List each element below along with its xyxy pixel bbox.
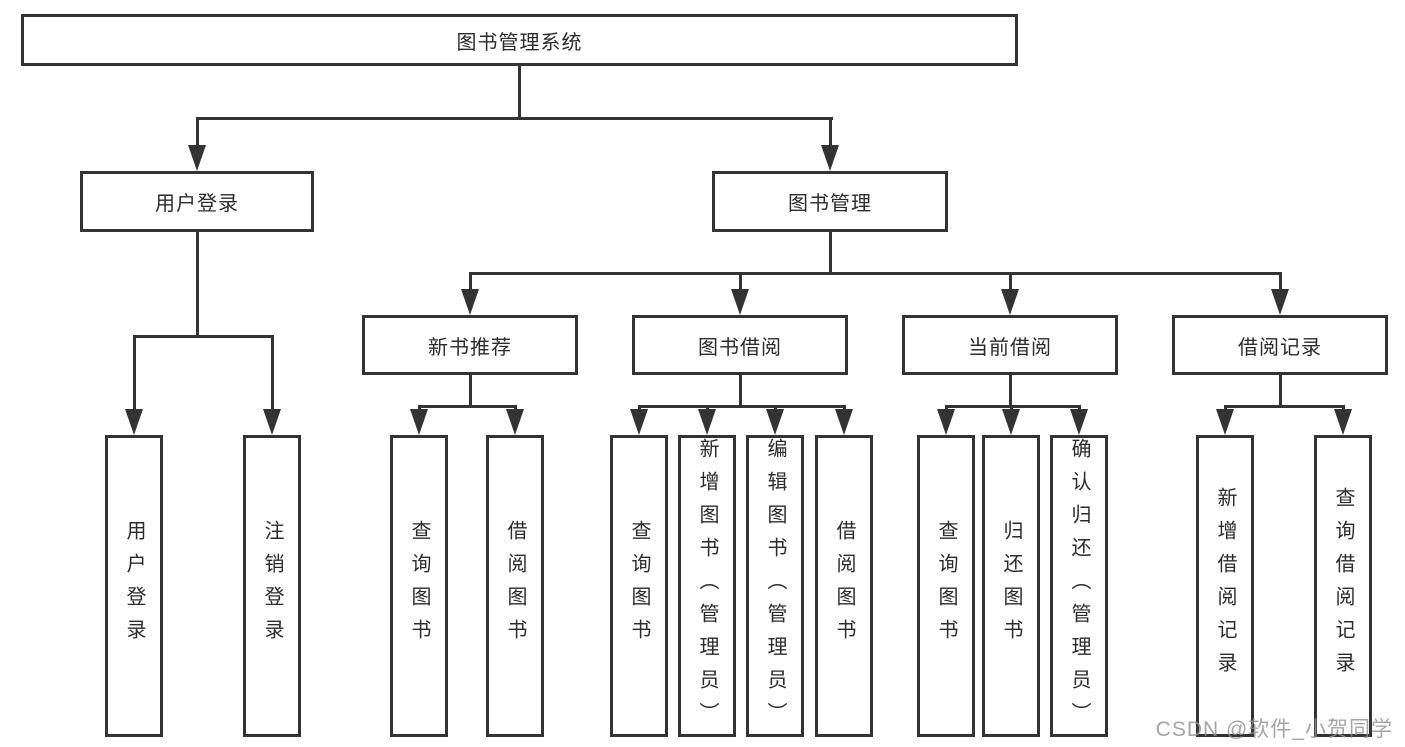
node-user-login-group: 用户登录 <box>80 171 314 232</box>
node-query-books-recommend: 查询图书 <box>390 435 448 737</box>
node-query-books-current: 查询图书 <box>917 435 975 737</box>
node-label: 归还图书 <box>1000 520 1022 652</box>
arrow-down-icon <box>821 145 839 171</box>
connector-line <box>133 335 136 415</box>
connector-line <box>271 335 274 415</box>
connector-line <box>739 272 742 294</box>
connector-line <box>638 405 846 408</box>
node-label: 图书管理 <box>788 193 872 215</box>
node-label: 借阅图书 <box>504 520 526 652</box>
connector-line <box>469 272 472 294</box>
arrow-down-icon <box>1001 289 1019 315</box>
arrow-down-icon <box>630 409 648 435</box>
arrow-down-icon <box>188 145 206 171</box>
node-label: 查询图书 <box>628 520 650 652</box>
node-borrow-books-recommend: 借阅图书 <box>486 435 544 737</box>
node-confirm-return-admin: 确认归还（管理员） <box>1050 435 1108 737</box>
connector-line <box>469 272 1282 275</box>
connector-line <box>829 232 832 275</box>
connector-line <box>1279 375 1282 408</box>
arrow-down-icon <box>731 289 749 315</box>
node-borrow-books: 借阅图书 <box>815 435 873 737</box>
node-label: 编辑图书（管理员） <box>764 438 786 735</box>
node-add-borrow-record: 新增借阅记录 <box>1196 435 1254 737</box>
node-new-book-recommend: 新书推荐 <box>362 315 578 375</box>
connector-line <box>196 232 199 338</box>
arrow-down-icon <box>125 409 143 435</box>
arrow-down-icon <box>698 409 716 435</box>
node-book-borrow: 图书借阅 <box>632 315 848 375</box>
connector-line <box>469 375 472 408</box>
node-user-login-action: 用户登录 <box>105 435 163 737</box>
node-label: 图书借阅 <box>698 336 782 359</box>
node-label: 借阅记录 <box>1238 336 1322 359</box>
connector-line <box>196 117 833 120</box>
node-logout-action: 注销登录 <box>243 435 301 737</box>
connector-line <box>1009 272 1012 294</box>
connector-line <box>518 66 521 117</box>
node-label: 新书推荐 <box>428 336 512 359</box>
node-query-books-borrow: 查询图书 <box>610 435 668 737</box>
arrow-down-icon <box>1334 409 1352 435</box>
arrow-down-icon <box>1271 289 1289 315</box>
node-return-books: 归还图书 <box>982 435 1040 737</box>
node-label: 查询图书 <box>935 520 957 652</box>
connector-line <box>418 405 517 408</box>
node-label: 新增借阅记录 <box>1214 487 1236 685</box>
node-label: 注销登录 <box>261 520 283 652</box>
node-label: 查询图书 <box>408 520 430 652</box>
arrow-down-icon <box>766 409 784 435</box>
connector-line <box>739 375 742 408</box>
node-root: 图书管理系统 <box>21 14 1018 66</box>
node-edit-books-admin: 编辑图书（管理员） <box>746 435 804 737</box>
connector-line <box>829 117 832 151</box>
connector-line <box>1009 375 1012 408</box>
node-borrow-records: 借阅记录 <box>1172 315 1388 375</box>
connector-line <box>945 405 1081 408</box>
node-label: 新增图书（管理员） <box>696 438 718 735</box>
arrow-down-icon <box>835 409 853 435</box>
arrow-down-icon <box>1002 409 1020 435</box>
arrow-down-icon <box>1070 409 1088 435</box>
node-label: 用户登录 <box>123 520 145 652</box>
node-label: 当前借阅 <box>968 336 1052 359</box>
connector-line <box>1224 405 1345 408</box>
arrow-down-icon <box>263 409 281 435</box>
node-current-borrow: 当前借阅 <box>902 315 1118 375</box>
connector-line <box>1279 272 1282 294</box>
arrow-down-icon <box>461 289 479 315</box>
arrow-down-icon <box>506 409 524 435</box>
node-label: 图书管理系统 <box>456 31 583 54</box>
node-label: 查询借阅记录 <box>1332 487 1354 685</box>
node-label: 确认归还（管理员） <box>1068 438 1090 735</box>
node-add-books-admin: 新增图书（管理员） <box>678 435 736 737</box>
node-label: 借阅图书 <box>833 520 855 652</box>
arrow-down-icon <box>937 409 955 435</box>
arrow-down-icon <box>1216 409 1234 435</box>
connector-line <box>196 117 199 151</box>
node-query-borrow-record: 查询借阅记录 <box>1314 435 1372 737</box>
connector-line <box>133 335 274 338</box>
node-book-management-group: 图书管理 <box>712 171 948 232</box>
node-label: 用户登录 <box>155 193 239 215</box>
arrow-down-icon <box>410 409 428 435</box>
csdn-watermark: CSDN @软件_小贺同学 <box>1155 718 1393 741</box>
